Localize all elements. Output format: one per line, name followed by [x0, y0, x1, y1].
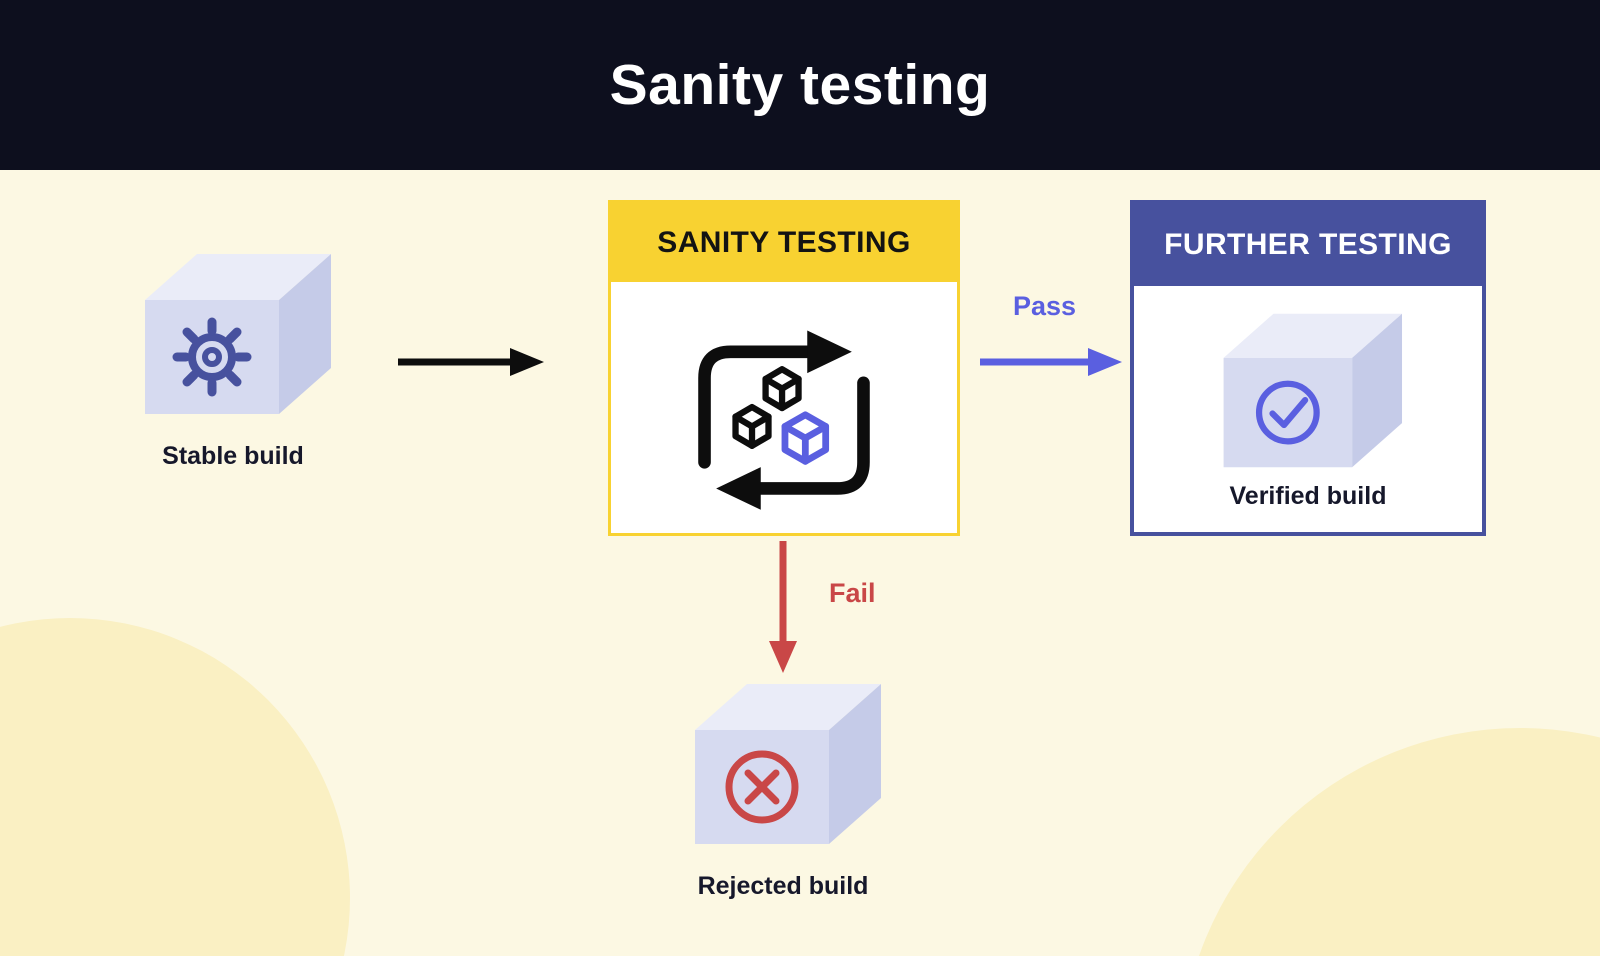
fail-edge-label: Fail: [829, 578, 876, 608]
panel-further-testing: FURTHER TESTING Verified build: [1130, 200, 1486, 536]
arrow-pass: [980, 348, 1122, 376]
stable-build-label: Stable build: [162, 442, 304, 470]
loop-cubes-icon: [698, 329, 870, 510]
page-title: Sanity testing: [609, 53, 991, 117]
decorative-circle-left: [0, 618, 350, 956]
pass-edge-label: Pass: [1013, 291, 1077, 321]
verified-build-label: Verified build: [1229, 481, 1387, 510]
node-stable-build: Stable build: [113, 248, 353, 471]
arrow-stable-to-sanity: [398, 348, 544, 376]
sanity-testing-header: SANITY TESTING: [611, 203, 957, 282]
title-bar: Sanity testing: [0, 0, 1600, 170]
check-circle-icon: [1255, 380, 1320, 444]
sanity-testing-body: [611, 282, 957, 533]
rejected-build-cube: [695, 684, 881, 844]
further-testing-header: FURTHER TESTING: [1134, 204, 1482, 286]
gear-icon: [172, 317, 252, 397]
arrow-fail: [769, 541, 797, 673]
panel-sanity-testing: SANITY TESTING: [608, 200, 960, 536]
rejected-build-label: Rejected build: [697, 872, 869, 900]
further-testing-body: Verified build: [1134, 286, 1482, 532]
verified-build-cube: [1223, 313, 1403, 467]
stable-build-cube: [145, 254, 331, 414]
x-circle-icon: [725, 750, 799, 824]
node-rejected-build: Rejected build: [683, 678, 883, 901]
decorative-circle-right: [1180, 728, 1600, 956]
